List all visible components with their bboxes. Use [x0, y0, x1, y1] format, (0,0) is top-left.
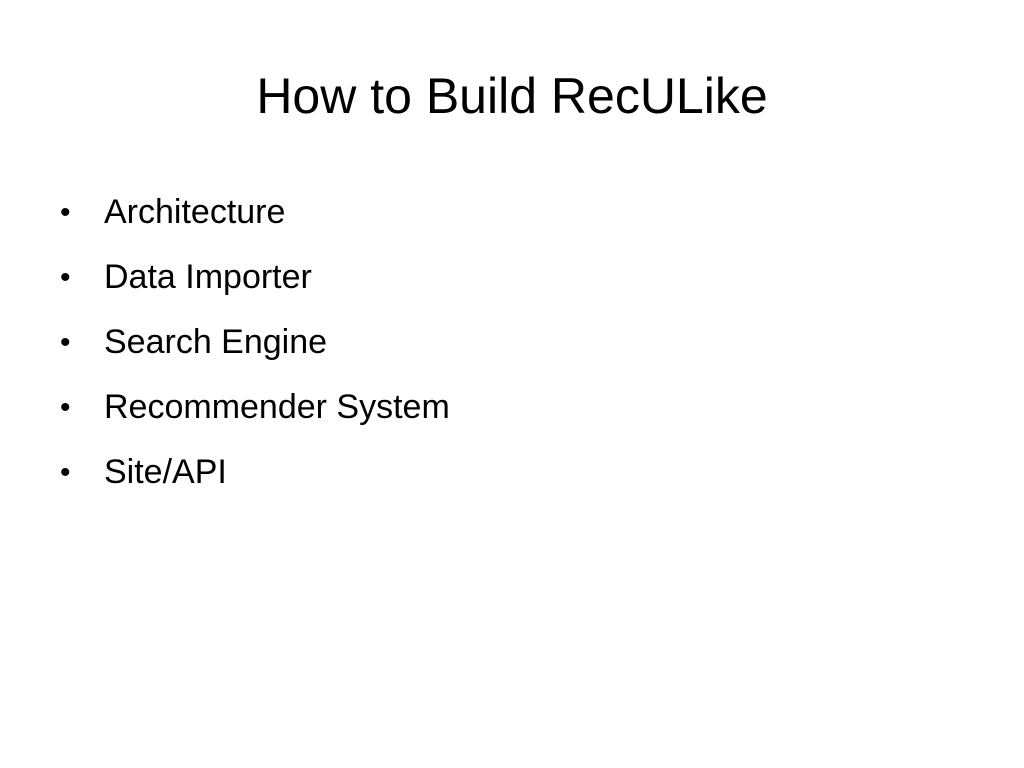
bullet-text: Recommender System [104, 388, 450, 426]
slide-title: How to Build RecULike [256, 68, 768, 124]
bullet-icon: • [60, 455, 71, 489]
list-item: • Site/API [56, 440, 450, 505]
bullet-text: Architecture [104, 193, 286, 231]
bullet-icon: • [60, 260, 71, 294]
bullet-text: Search Engine [104, 323, 328, 361]
bullet-icon: • [60, 325, 71, 359]
list-item: • Search Engine [56, 310, 450, 375]
list-item: • Data Importer [56, 245, 450, 310]
bullet-list: • Architecture • Data Importer • Search … [56, 180, 450, 505]
bullet-text: Data Importer [104, 258, 312, 296]
bullet-text: Site/API [104, 453, 227, 491]
list-item: • Architecture [56, 180, 450, 245]
bullet-icon: • [60, 390, 71, 424]
list-item: • Recommender System [56, 375, 450, 440]
bullet-icon: • [60, 195, 71, 229]
